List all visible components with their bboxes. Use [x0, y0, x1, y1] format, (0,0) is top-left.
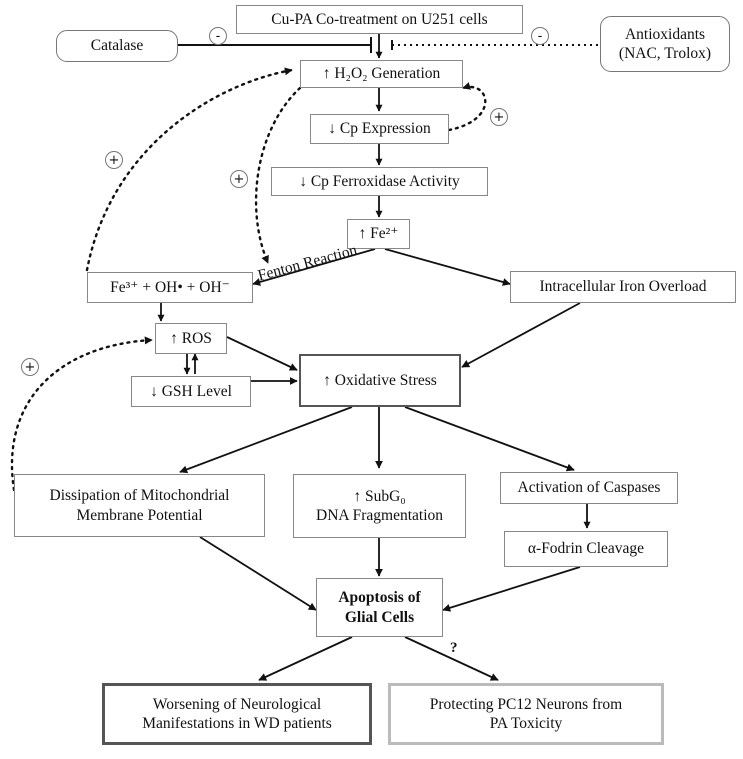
arrow-ros-oxstress: [226, 336, 298, 371]
arrow-fodrin-apoptosis: [442, 566, 581, 612]
fe3-box: Fe³⁺ + OH• + OH⁻: [87, 272, 253, 303]
antioxidants-line-1: Antioxidants: [624, 25, 706, 43]
worsening-line-2: Manifestations in WD patients: [142, 715, 332, 732]
oxidative-stress-box: ↑ Oxidative Stress: [299, 354, 461, 407]
gsh-level-box: ↓ GSH Level: [131, 376, 251, 407]
plus-sign-h2o2-loop: +: [230, 170, 248, 188]
feedback-h2o2-fe3: [254, 86, 302, 265]
mito-line-2: Membrane Potential: [76, 506, 203, 524]
iron-overload-box: Intracellular Iron Overload: [510, 271, 736, 303]
subg0-box: ↑ SubG₀ DNA Fragmentation: [293, 474, 466, 538]
apoptosis-box: Apoptosis of Glial Cells: [316, 578, 443, 637]
arrow-apoptosis-worsening: [258, 636, 353, 681]
caspases-box: Activation of Caspases: [500, 472, 678, 504]
mitochondrial-potential-box: Dissipation of Mitochondrial Membrane Po…: [14, 474, 265, 537]
protecting-line-1: Protecting PC12 Neurons from: [429, 695, 623, 713]
antioxidants-line-2: (NAC, Trolox): [618, 45, 712, 62]
plus-sign-fe3-loop: +: [105, 151, 123, 169]
question-mark: ?: [450, 640, 458, 656]
subg0-line-1: ↑ SubG₀: [353, 487, 406, 505]
protecting-line-2: PA Toxicity: [489, 715, 563, 732]
arrow-oxstress-caspases: [404, 406, 575, 472]
arrow-fe2-ironoverload: [384, 248, 511, 286]
ros-box: ↑ ROS: [155, 323, 227, 354]
mito-line-1: Dissipation of Mitochondrial: [49, 487, 230, 505]
fe2-box: ↑ Fe²⁺: [347, 219, 410, 249]
cp-ferroxidase-box: ↓ Cp Ferroxidase Activity: [271, 167, 488, 196]
fodrin-cleavage-box: α-Fodrin Cleavage: [504, 531, 668, 567]
feedback-cp-h2o2: [447, 82, 487, 132]
plus-sign-cp-loop: +: [490, 108, 508, 126]
apoptosis-line-2: Glial Cells: [344, 608, 415, 626]
worsening-line-1: Worsening of Neurological: [152, 695, 322, 713]
arrow-fe2-fe3: [252, 248, 376, 286]
h2o2-generation-box: ↑ H₂O₂ Generation: [300, 60, 463, 88]
arrow-mito-apoptosis: [199, 536, 317, 611]
arrow-oxstress-mito: [179, 406, 353, 474]
antioxidant-minus-sign: -: [531, 27, 549, 45]
cp-expression-box: ↓ Cp Expression: [310, 114, 449, 144]
arrow-ironoverload-oxstress: [461, 302, 581, 368]
catalase-minus-sign: -: [209, 27, 227, 45]
protecting-box: Protecting PC12 Neurons from PA Toxicity: [388, 683, 664, 745]
catalase-box: Catalase: [56, 30, 178, 62]
plus-sign-mito-loop: +: [21, 358, 39, 376]
arrow-apoptosis-protecting: [404, 636, 499, 681]
feedback-fe3-h2o2: [85, 67, 294, 272]
feedback-mito-ros: [10, 336, 154, 492]
worsening-box: Worsening of Neurological Manifestations…: [102, 683, 372, 745]
cupa-cotreatment-box: Cu-PA Co-treatment on U251 cells: [236, 5, 523, 34]
apoptosis-line-1: Apoptosis of: [338, 589, 421, 607]
antioxidants-box: Antioxidants (NAC, Trolox): [600, 16, 730, 72]
subg0-line-2: DNA Fragmentation: [316, 507, 443, 524]
